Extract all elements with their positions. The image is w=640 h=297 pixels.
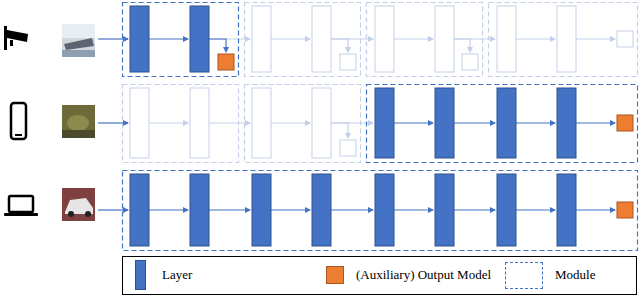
laptop-icon	[4, 196, 38, 216]
layer-bar	[252, 6, 271, 72]
module-box	[367, 3, 483, 77]
input-arrow	[98, 122, 128, 123]
layer-bar	[375, 174, 394, 246]
layer-bar	[252, 88, 271, 158]
layer-arrow	[149, 38, 188, 39]
input-arrow	[98, 38, 128, 39]
output-model	[218, 54, 234, 70]
layer-arrow	[331, 209, 373, 210]
layer-arrow	[271, 209, 310, 210]
layer-bar	[557, 6, 576, 72]
layer-bar	[190, 174, 209, 246]
layer-bar	[557, 88, 576, 158]
layer-bar	[190, 88, 209, 158]
output-model	[617, 202, 633, 218]
output-arrow	[331, 39, 348, 52]
legend-label: Layer	[162, 267, 192, 283]
layer-bar	[435, 6, 454, 72]
layer-bar	[497, 6, 516, 72]
output-arrow	[576, 122, 615, 123]
layer-arrow	[209, 209, 250, 210]
layer-bar	[435, 88, 454, 158]
frog-image	[62, 105, 95, 138]
layer-bar	[190, 6, 209, 72]
module-box	[367, 85, 638, 163]
layer-arrow	[149, 209, 188, 210]
layer-bar	[557, 174, 576, 246]
car-image	[62, 188, 95, 221]
module-swatch	[505, 262, 543, 289]
layer-arrow	[394, 38, 433, 39]
layer-arrow	[516, 38, 555, 39]
module-box	[123, 171, 638, 251]
output-model	[617, 31, 633, 47]
layer-arrow	[516, 209, 555, 210]
camera-icon	[4, 26, 28, 50]
layer-arrow	[271, 122, 310, 123]
layer-bar	[130, 6, 149, 72]
output-swatch	[326, 266, 344, 284]
output-model	[340, 54, 356, 70]
output-arrow	[454, 39, 470, 52]
layer-arrow	[516, 122, 555, 123]
layer-swatch	[135, 260, 146, 290]
output-model	[617, 115, 633, 131]
layer-bar	[375, 6, 394, 72]
input-arrow	[98, 209, 128, 210]
module-box	[123, 85, 239, 163]
module-box	[245, 85, 361, 163]
layer-bar	[497, 88, 516, 158]
legend-label: Module	[555, 267, 595, 283]
output-model	[340, 140, 356, 156]
module-box	[245, 3, 361, 77]
layer-arrow	[454, 209, 495, 210]
layer-bar	[375, 88, 394, 158]
legend-label: (Auxiliary) Output Model	[356, 267, 491, 283]
output-arrow	[331, 123, 348, 138]
output-arrow	[576, 209, 615, 210]
layer-bar	[252, 174, 271, 246]
layer-bar	[497, 174, 516, 246]
layer-arrow	[394, 209, 433, 210]
output-model	[462, 54, 478, 70]
layer-arrow	[149, 122, 188, 123]
legend-frame	[123, 257, 637, 295]
ship-image	[62, 24, 95, 57]
module-box	[123, 3, 239, 77]
layer-bar	[435, 174, 454, 246]
layer-arrow	[394, 122, 433, 123]
layer-bar	[312, 6, 331, 72]
output-arrow	[209, 39, 226, 52]
layer-bar	[312, 88, 331, 158]
layer-bar	[312, 174, 331, 246]
layer-arrow	[209, 122, 250, 123]
output-arrow	[576, 38, 615, 39]
layer-bar	[130, 88, 149, 158]
layer-arrow	[271, 38, 310, 39]
layer-arrow	[454, 122, 495, 123]
phone-icon	[11, 103, 26, 139]
module-box	[489, 3, 638, 77]
layer-bar	[130, 174, 149, 246]
